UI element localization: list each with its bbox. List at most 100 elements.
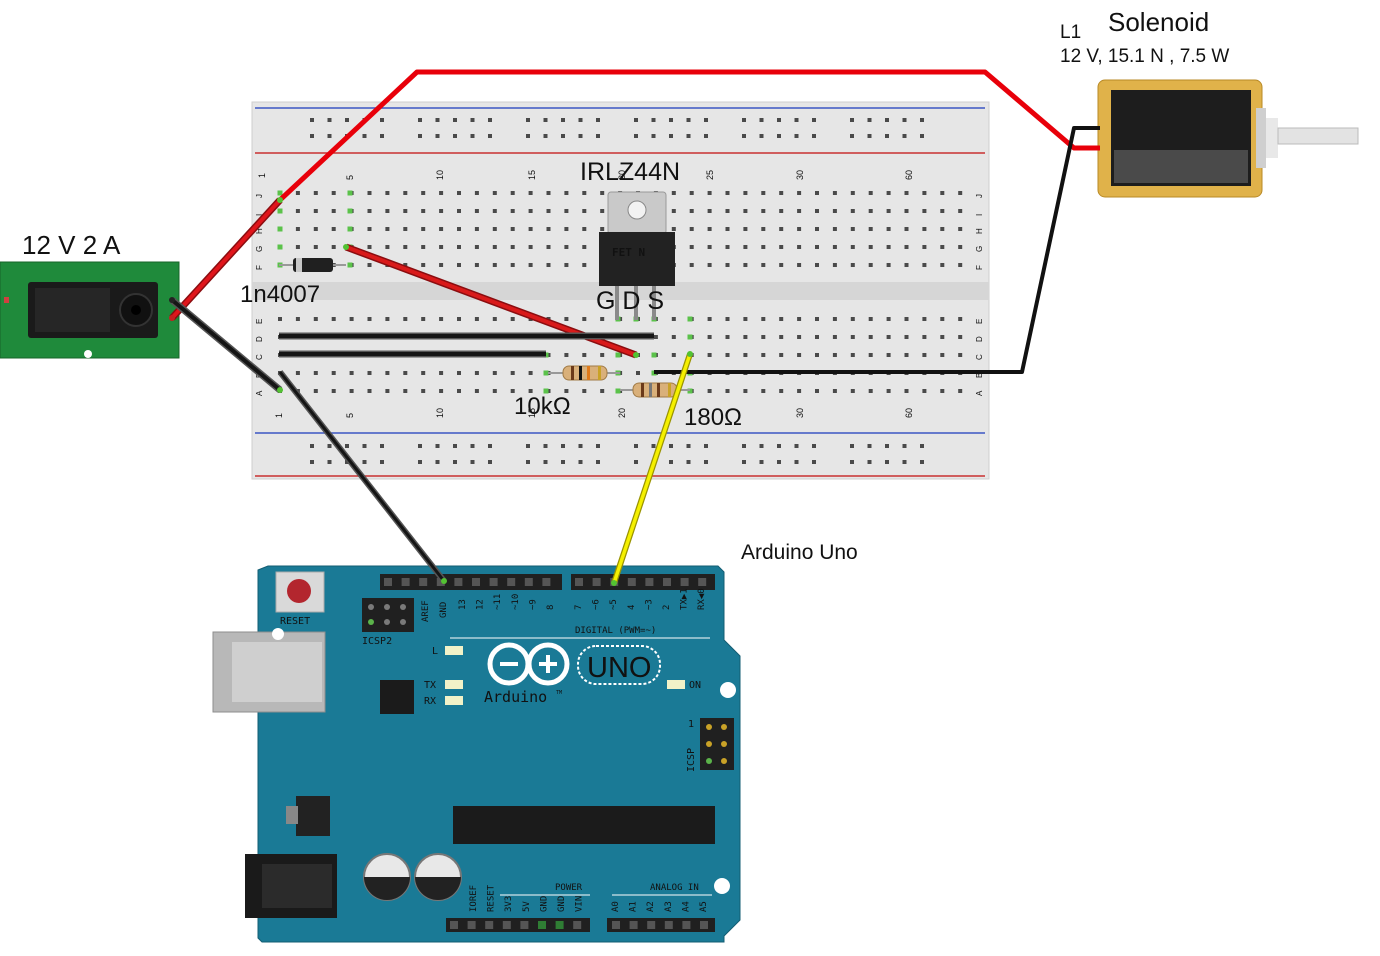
pin-label-high-3: ~10 — [511, 594, 521, 610]
analog-pin-labels: A0 A1 A2 A3 A4 A5 — [611, 901, 709, 912]
power-supply-label: 12 V 2 A — [22, 230, 121, 260]
row-letter-i-right: I — [975, 214, 984, 216]
diode-1n4007: 1n4007 — [240, 258, 346, 308]
pin-label-high-2: ~11 — [493, 594, 503, 610]
row-letter-h-left: H — [255, 228, 264, 234]
pin-label-low-7: RX◀0 — [697, 588, 707, 610]
wires — [169, 69, 1100, 586]
led-rx-label: RX — [424, 696, 436, 707]
col-number-top-60: 60 — [904, 170, 914, 180]
arduino-logo: UNO Arduino TM — [484, 642, 661, 706]
col-number-bot-10: 10 — [435, 408, 445, 418]
reset-label: RESET — [280, 616, 310, 627]
breadboard: 1 5 10 15 20 25 30 60 1 5 10 15 20 30 60… — [251, 101, 990, 480]
col-number-bot-5: 5 — [345, 413, 355, 418]
row-letter-a-right: A — [975, 390, 984, 396]
row-letter-e-right: E — [975, 319, 984, 324]
analog-pin-label-4: A4 — [681, 901, 691, 912]
power-pin-label-1: RESET — [487, 884, 497, 912]
col-number-bot-1: 1 — [274, 413, 284, 418]
trademark-label: TM — [556, 690, 562, 696]
breadboard-column-numbers: 1 5 10 15 20 25 30 60 1 5 10 15 20 30 60 — [257, 170, 914, 418]
row-letter-c-left: C — [255, 354, 264, 360]
power-pin-label-3: 5V — [522, 901, 532, 912]
led-tx-label: TX — [424, 680, 436, 691]
solenoid-spec: 12 V, 15.1 N , 7.5 W — [1060, 46, 1229, 67]
col-number-bot-30: 30 — [795, 408, 805, 418]
row-letter-b-right: B — [975, 373, 984, 378]
power-jack-module: 12 V 2 A — [0, 230, 180, 359]
power-pin-label-5: GND — [557, 896, 567, 912]
analog-pin-label-3: A3 — [664, 901, 674, 912]
row-letter-d-left: D — [255, 336, 264, 342]
led-l-label: L — [432, 646, 438, 657]
resistor-180-label: 180Ω — [684, 404, 742, 431]
analog-pin-label-0: A0 — [611, 901, 621, 912]
pin-label-high-1: 12 — [476, 599, 486, 610]
power-pin-label-2: 3V3 — [504, 896, 514, 912]
aref-label: AREF — [421, 600, 431, 622]
led-on-label: ON — [689, 680, 701, 691]
row-letter-f-left: F — [255, 265, 264, 270]
solenoid-ref: L1 — [1060, 22, 1081, 43]
digital-label: DIGITAL (PWM=~) — [575, 626, 656, 636]
pin-label-high-5: 8 — [546, 605, 556, 610]
col-number-top-20: 20 — [617, 170, 627, 180]
pin-label-low-0: 7 — [574, 605, 584, 610]
power-section-label: POWER — [555, 883, 583, 893]
mosfet-body-label: FET N — [612, 246, 645, 259]
col-number-bot-60: 60 — [904, 408, 914, 418]
arduino-uno-board: Arduino Uno RESET ICSP 2 AREF GND 13 12 ~11… — [212, 541, 858, 943]
pin-label-low-2: ~5 — [609, 599, 619, 610]
solenoid-title: Solenoid — [1108, 7, 1209, 37]
resistor-10k: 10kΩ — [514, 365, 620, 420]
analog-section-label: ANALOG IN — [650, 883, 699, 893]
row-letter-c-right: C — [975, 354, 984, 360]
pin-label-low-1: ~6 — [592, 599, 602, 610]
power-pin-label-6: VIN — [575, 896, 585, 912]
row-letter-d-right: D — [975, 336, 984, 342]
power-header-pins — [450, 921, 708, 929]
pin-label-low-6: TX▶1 — [680, 588, 690, 610]
diode-label: 1n4007 — [240, 281, 320, 308]
pin-label-low-4: ~3 — [644, 599, 654, 610]
col-number-bot-20: 20 — [617, 408, 627, 418]
col-number-top-10: 10 — [435, 170, 445, 180]
mosfet-irlz44n: IRLZ44N FET N G D S — [580, 158, 680, 320]
mosfet-pins-label: G D S — [596, 287, 664, 315]
row-letter-f-right: F — [975, 265, 984, 270]
arduino-title: Arduino Uno — [741, 541, 858, 564]
mosfet-label: IRLZ44N — [580, 158, 680, 186]
row-letter-i-left: I — [255, 214, 264, 216]
row-letter-g-left: G — [255, 246, 264, 252]
solenoid: Solenoid L1 12 V, 15.1 N , 7.5 W — [1060, 7, 1359, 198]
icsp-label: ICSP — [686, 748, 697, 772]
pin-label-high-4: ~9 — [528, 599, 538, 610]
icsp-pin1-label: 1 — [688, 719, 694, 730]
row-letter-j-left: J — [255, 194, 264, 198]
brand-label: Arduino — [484, 688, 547, 706]
col-number-top-1: 1 — [257, 173, 267, 178]
pin-label-high-0: 13 — [458, 599, 468, 610]
analog-pin-label-2: A2 — [646, 901, 656, 912]
col-number-top-30: 30 — [795, 170, 805, 180]
row-letter-a-left: A — [255, 390, 264, 396]
wire-red-supply-to-solenoid — [278, 69, 1100, 202]
row-letter-g-right: G — [975, 246, 984, 252]
row-letter-h-right: H — [975, 228, 984, 234]
row-letter-e-left: E — [255, 319, 264, 324]
resistor-10k-label: 10kΩ — [514, 393, 571, 420]
pin-label-low-5: 2 — [662, 605, 672, 610]
analog-pin-label-1: A1 — [629, 901, 639, 912]
analog-pin-label-5: A5 — [699, 901, 709, 912]
col-number-top-25: 25 — [705, 170, 715, 180]
col-number-top-5: 5 — [345, 175, 355, 180]
pin-labels-low: 7 ~6 ~5 4 ~3 2 TX▶1 RX◀0 — [574, 588, 707, 610]
wire-black-drain-to-solenoid — [654, 126, 1100, 374]
col-number-top-15: 15 — [527, 170, 537, 180]
pin-labels-high: 13 12 ~11 ~10 ~9 8 — [458, 594, 556, 610]
pin-label-low-3: 4 — [627, 605, 637, 610]
col-number-bot-15: 15 — [527, 408, 537, 418]
